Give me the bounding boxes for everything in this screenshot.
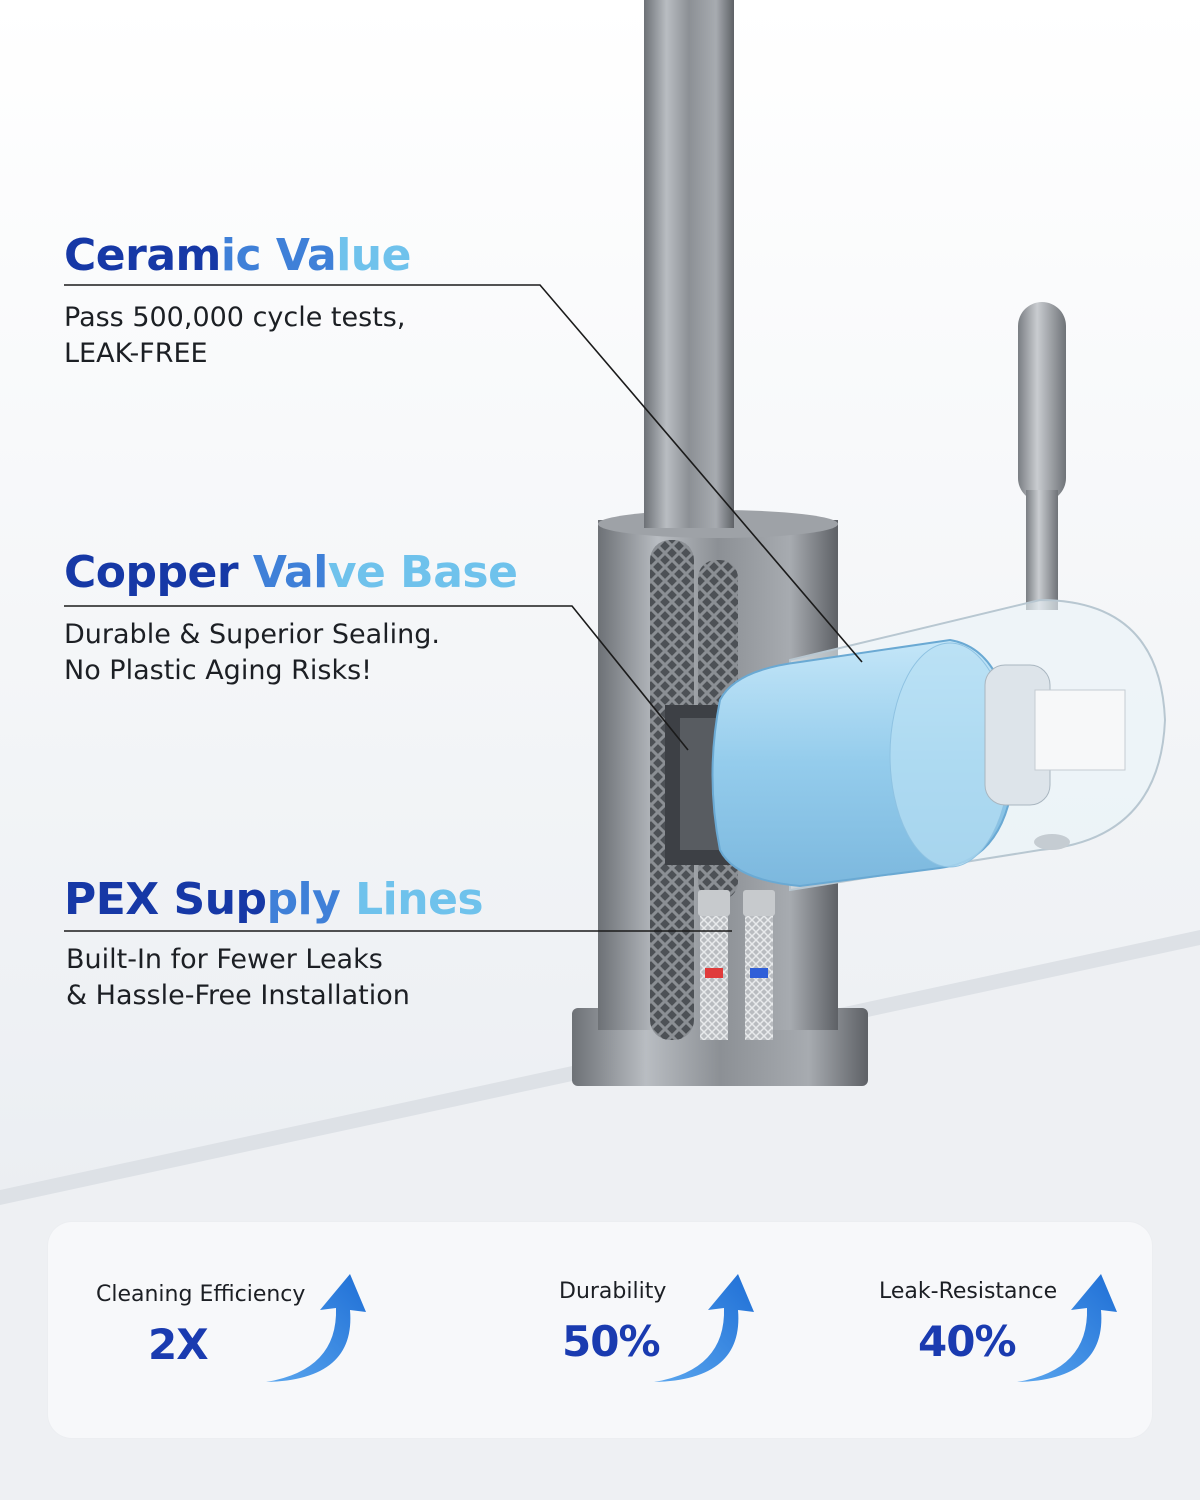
feature-description-line: No Plastic Aging Risks!	[64, 655, 373, 687]
feature-title: PEX Supply Lines	[64, 874, 484, 925]
feature-description-line: LEAK-FREE	[64, 338, 208, 370]
stat-label: Cleaning Efficiency	[96, 1282, 306, 1307]
feature-description-line: Pass 500,000 cycle tests,	[64, 302, 406, 334]
stat-leak-resistance: Leak-Resistance 40%	[784, 1222, 1152, 1438]
up-arrow-icon	[266, 1274, 366, 1382]
stat-label: Leak-Resistance	[879, 1279, 1058, 1304]
up-arrow-icon	[1017, 1274, 1117, 1382]
stats-panel: Cleaning Efficiency 2X Durability 50% Le…	[48, 1222, 1152, 1438]
feature-description-line: & Hassle-Free Installation	[66, 980, 410, 1012]
feature-title: Copper Valve Base	[64, 547, 518, 598]
up-arrow-icon	[654, 1274, 754, 1382]
feature-copper-valve-base: Copper Valve Base Durable & Superior Sea…	[64, 547, 518, 689]
stat-label: Durability	[559, 1279, 667, 1304]
feature-pex-supply-lines: PEX Supply Lines Built-In for Fewer Leak…	[64, 874, 484, 1014]
stat-value: 50%	[562, 1317, 661, 1366]
feature-title: Ceramic Value	[64, 230, 411, 281]
feature-description-line: Built-In for Fewer Leaks	[66, 944, 383, 976]
stat-value: 40%	[918, 1317, 1017, 1366]
feature-description-line: Durable & Superior Sealing.	[64, 619, 440, 651]
stat-cleaning-efficiency: Cleaning Efficiency 2X	[48, 1222, 416, 1438]
stat-durability: Durability 50%	[416, 1222, 784, 1438]
feature-ceramic-valve: Ceramic Value Pass 500,000 cycle tests, …	[64, 230, 411, 372]
stat-value: 2X	[148, 1320, 209, 1369]
